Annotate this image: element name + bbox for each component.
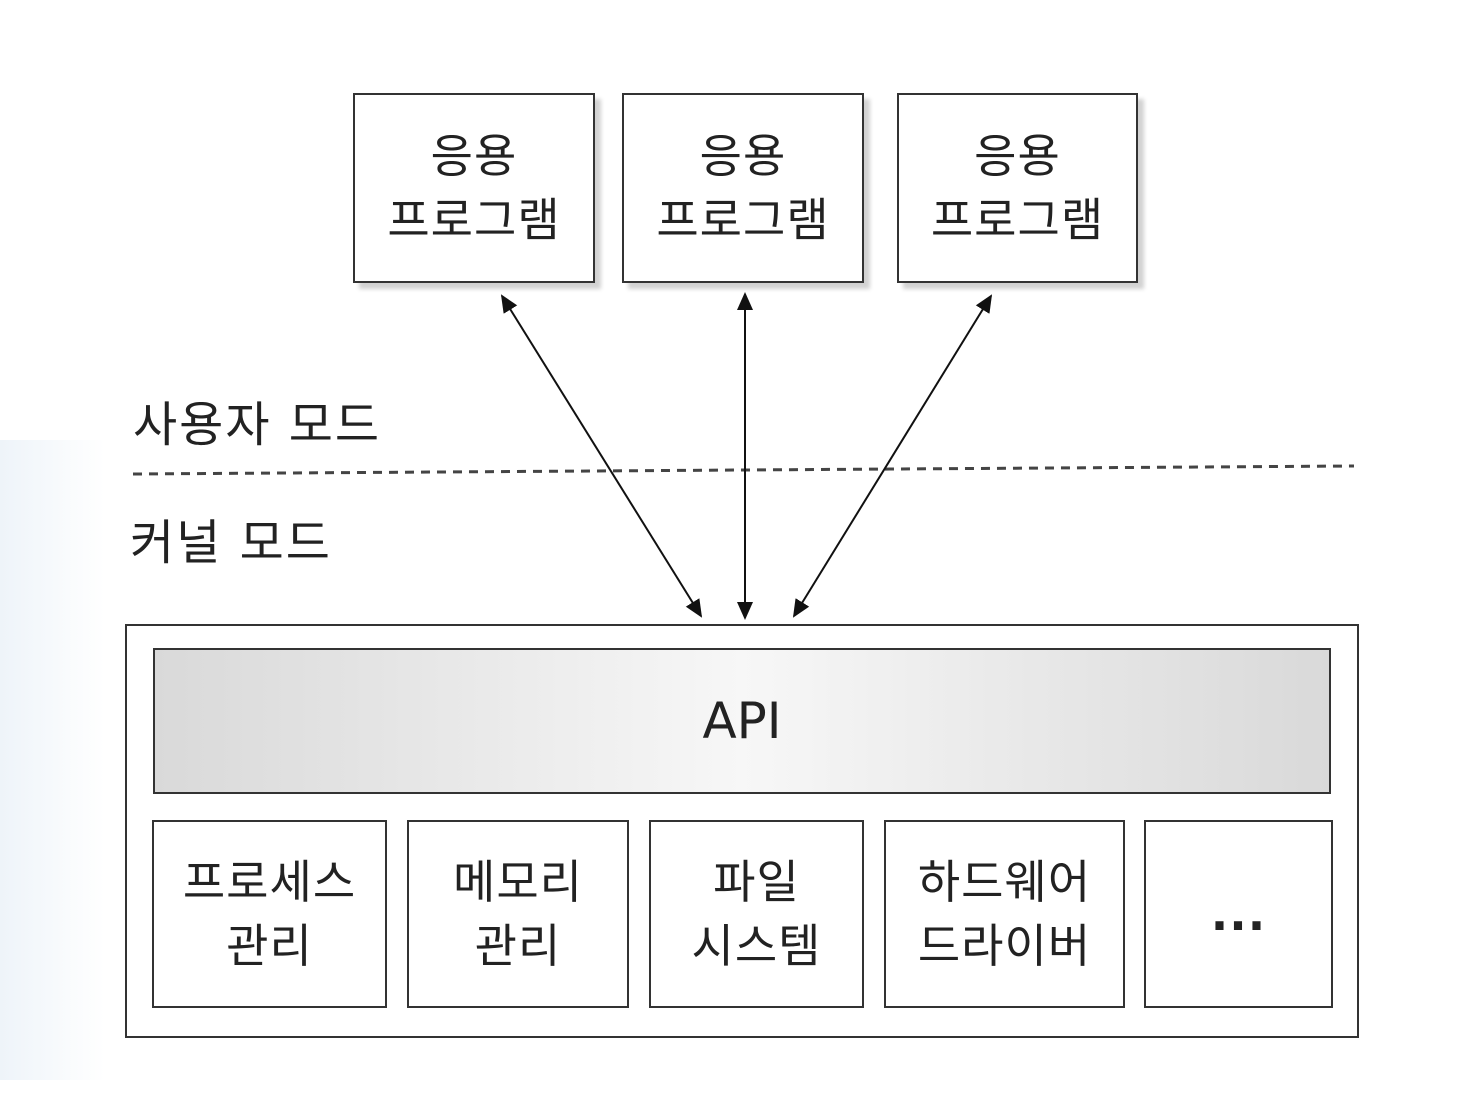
application-label: 응용 프로그램 (387, 129, 561, 247)
module-label: 파일 시스템 (691, 855, 822, 973)
application-box-2: 응용 프로그램 (622, 93, 864, 283)
application-label: 응용 프로그램 (656, 129, 830, 247)
api-bar: API (153, 648, 1331, 794)
api-call-arrow-1 (500, 294, 703, 618)
module-label: 프로세스 관리 (182, 855, 357, 973)
mode-boundary-line (132, 464, 1355, 476)
application-label: 응용 프로그램 (930, 129, 1105, 247)
module-label: 하드웨어 드라이버 (917, 855, 1092, 973)
user-mode-label: 사용자 모드 (133, 397, 382, 453)
application-box-1: 응용 프로그램 (353, 93, 595, 283)
kernel-mode-label: 커널 모드 (130, 515, 332, 571)
module-hardware-driver: 하드웨어 드라이버 (884, 820, 1125, 1008)
module-label: ... (1210, 887, 1267, 941)
api-label: API (702, 692, 782, 750)
module-memory-management: 메모리 관리 (407, 820, 629, 1008)
module-file-system: 파일 시스템 (649, 820, 864, 1008)
module-process-management: 프로세스 관리 (152, 820, 387, 1008)
api-call-arrow-3 (792, 294, 993, 618)
module-more: ... (1144, 820, 1333, 1008)
background-tint (0, 440, 105, 1080)
application-box-3: 응용 프로그램 (897, 93, 1138, 283)
module-label: 메모리 관리 (453, 855, 583, 973)
